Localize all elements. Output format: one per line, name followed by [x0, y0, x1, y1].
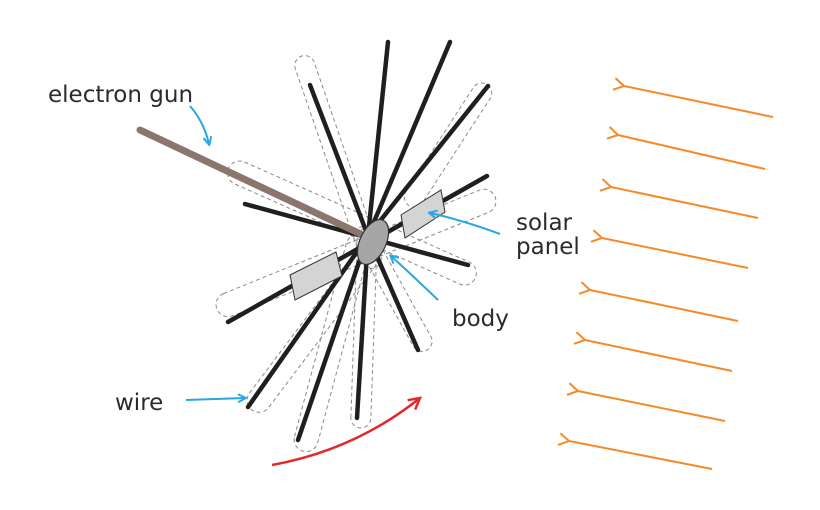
sheath-wire-2	[403, 82, 493, 208]
sunlight-arrow	[578, 281, 739, 322]
solar-panel-left	[289, 251, 343, 301]
wire-7	[245, 233, 371, 410]
sunlight-arrow	[612, 77, 774, 118]
wire-2	[365, 39, 391, 239]
solar-panel-label-line1: solar	[516, 210, 573, 236]
body-label: body	[452, 306, 509, 332]
wire-1	[307, 82, 371, 239]
sunlight-arrow	[606, 126, 766, 170]
wire-8	[295, 233, 371, 443]
sunlight-arrow	[590, 229, 749, 269]
sheath-wire-5	[246, 247, 378, 413]
solar-panel-pointer-arrow	[430, 213, 501, 235]
sheath-wire-3	[227, 160, 477, 286]
wire-3	[365, 39, 453, 239]
wire-pointer-arrow	[185, 398, 245, 400]
wire-9	[354, 233, 371, 421]
solar-panel-label-line2: panel	[516, 234, 580, 260]
rotation-arrow	[271, 396, 423, 467]
wire-4	[365, 83, 491, 239]
wire-label: wire	[115, 390, 163, 416]
sunlight-arrow	[566, 382, 726, 422]
electron-gun-pointer-arrow	[189, 105, 209, 144]
electron-gun	[136, 126, 371, 241]
pointer-arrows	[185, 105, 501, 400]
sunlight-arrow	[557, 432, 713, 470]
electron-gun-label: electron gun	[48, 82, 193, 108]
body-pointer-arrow	[391, 256, 439, 301]
sunlight-arrows	[557, 77, 774, 470]
sunlight-arrow	[573, 331, 733, 372]
wires	[225, 39, 491, 443]
sheath-wire-7	[350, 227, 378, 429]
spacecraft-body	[356, 218, 390, 266]
sunlight-arrow	[599, 178, 759, 219]
solar-panel-right	[400, 189, 446, 239]
